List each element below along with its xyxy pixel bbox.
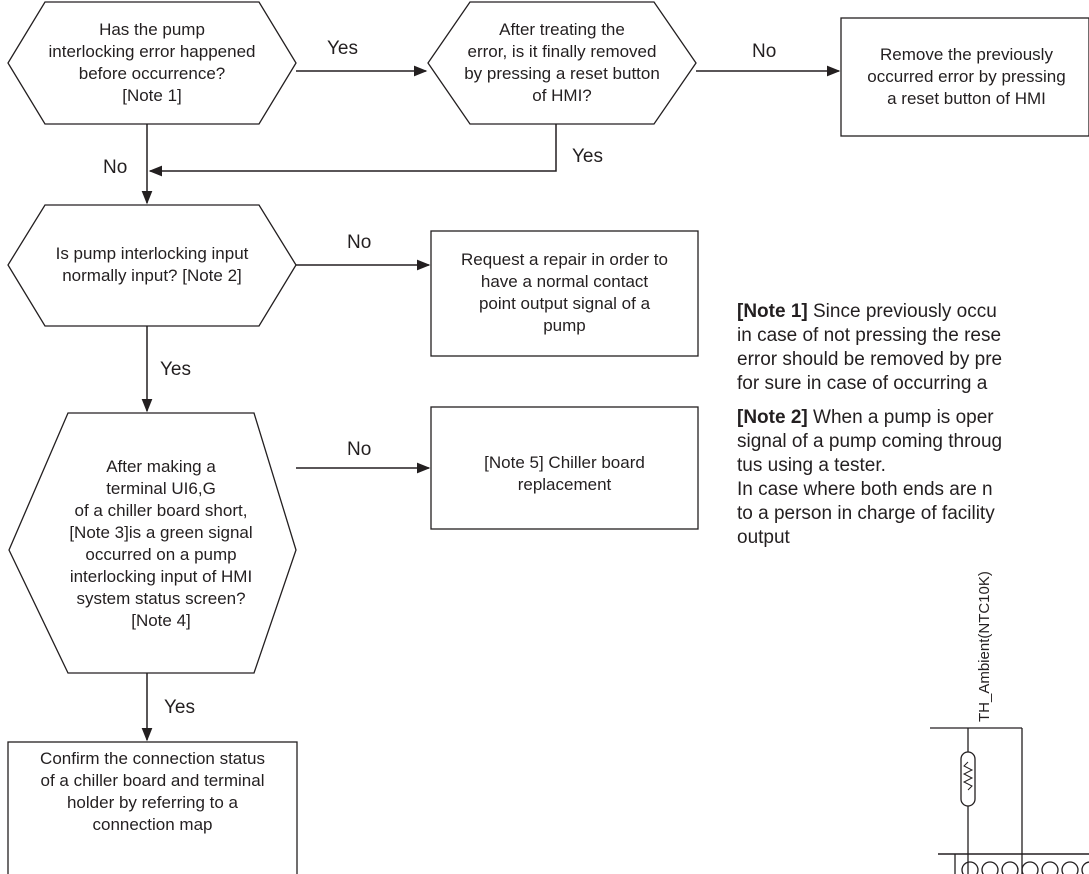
wiring-diagram bbox=[930, 727, 1089, 874]
note1-line1: [Note 1] Since previously occu bbox=[737, 300, 1089, 324]
label-q1-no: No bbox=[103, 157, 128, 178]
replace-box-text: [Note 5] Chiller board replacement bbox=[484, 453, 645, 494]
decision-shape-q3 bbox=[7, 204, 297, 327]
label-q2-no: No bbox=[752, 41, 777, 62]
label-q4-no: No bbox=[347, 439, 372, 460]
repair-box-text: Request a repair in order to have a norm… bbox=[461, 250, 668, 335]
notes-panel: [Note 1] Since previously occu in case o… bbox=[737, 300, 1089, 550]
process-box-replace bbox=[430, 406, 699, 530]
note2-line3: tus using a tester. bbox=[737, 455, 886, 476]
note2-tag: [Note 2] bbox=[737, 407, 808, 428]
label-q2-yes: Yes bbox=[572, 146, 603, 167]
process-box-confirm bbox=[7, 741, 298, 874]
note2-line2: signal of a pump coming throug bbox=[737, 431, 1003, 452]
decision-shape-q2 bbox=[427, 1, 697, 125]
process-box-reset bbox=[840, 17, 1089, 137]
note1-line4: for sure in case of occurring a bbox=[737, 373, 988, 394]
note2-text: When a pump is oper bbox=[807, 407, 994, 428]
note1-text: Since previously occu bbox=[807, 301, 997, 322]
sensor-label: TH_Ambient(NTC10K) bbox=[976, 571, 993, 722]
note2-line5: to a person in charge of facility bbox=[737, 503, 995, 524]
note2-line6: output bbox=[737, 527, 790, 548]
process-box-repair bbox=[430, 230, 699, 357]
note1-line3: error should be removed by pre bbox=[737, 349, 1003, 370]
decision-q2-text: After treating the error, is it finally … bbox=[464, 20, 660, 105]
label-q3-no: No bbox=[347, 232, 372, 253]
label-q4-yes: Yes bbox=[164, 697, 195, 718]
note1-tag: [Note 1] bbox=[737, 301, 808, 322]
note2-line1: [Note 2] When a pump is oper bbox=[737, 406, 1089, 430]
decision-shape-q1 bbox=[7, 1, 297, 125]
reset-box-text: Remove the previously occurred error by … bbox=[867, 45, 1066, 108]
note2-line4: In case where both ends are n bbox=[737, 479, 993, 500]
connector-q2-yes bbox=[148, 124, 557, 177]
decision-q1-text: Has the pump interlocking error happened… bbox=[48, 20, 256, 105]
label-q1-yes: Yes bbox=[327, 38, 358, 59]
decision-shape-q4 bbox=[8, 412, 297, 674]
note1-line2: in case of not pressing the rese bbox=[737, 325, 1002, 346]
label-q3-yes: Yes bbox=[160, 359, 191, 380]
decision-q4-text: After making a terminal UI6,G of a chill… bbox=[69, 457, 253, 630]
decision-q3-text: Is pump interlocking input normally inpu… bbox=[55, 244, 249, 285]
confirm-box-text: Confirm the connection status of a chill… bbox=[40, 749, 265, 834]
terminal-block bbox=[961, 861, 1089, 874]
thermistor-symbol bbox=[960, 751, 976, 807]
